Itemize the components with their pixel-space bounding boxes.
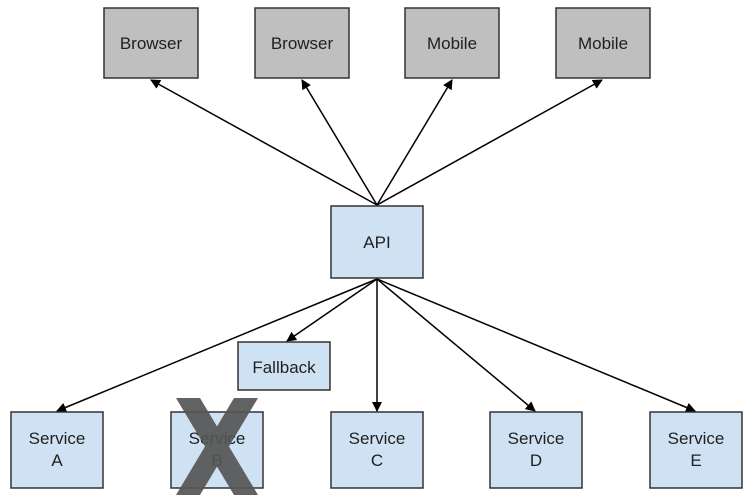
client-label: Mobile [578, 34, 628, 53]
fallback-box [237, 341, 331, 391]
api-node: API [330, 205, 424, 279]
client-box [404, 7, 500, 79]
arrow-api-to-mobile-1 [376, 79, 453, 206]
service-label-line2: A [51, 451, 63, 470]
service-label-line1: Service [508, 429, 565, 448]
arrow-api-to-service-d [376, 278, 536, 412]
arrow-api-to-service-a [56, 278, 378, 413]
service-box [649, 411, 743, 489]
service-node-e: Service E [649, 411, 743, 489]
arrow-api-to-service-e [376, 278, 696, 413]
client-box [103, 7, 199, 79]
api-box [330, 205, 424, 279]
service-arrows [56, 278, 696, 413]
arrow-api-to-browser-2 [301, 79, 378, 206]
cross-stroke-2 [176, 398, 258, 495]
cross-icon [176, 398, 258, 495]
api-label: API [363, 233, 390, 252]
arrow-api-to-mobile-2 [376, 79, 603, 206]
service-label-line1: Service [668, 429, 725, 448]
service-node-a: Service A [10, 411, 104, 489]
service-node-d: Service D [489, 411, 583, 489]
fallback-label: Fallback [252, 358, 316, 377]
service-label-line1: Service [349, 429, 406, 448]
client-label: Mobile [427, 34, 477, 53]
service-node-c: Service C [330, 411, 424, 489]
client-node-browser-2: Browser [254, 7, 350, 79]
service-label-line1: Service [29, 429, 86, 448]
service-label-line2: D [530, 451, 542, 470]
client-node-mobile-2: Mobile [555, 7, 651, 79]
client-node-mobile-1: Mobile [404, 7, 500, 79]
service-node-b: Service B [170, 398, 264, 495]
client-arrows [150, 79, 603, 206]
client-label: Browser [271, 34, 334, 53]
service-label-line2: C [371, 451, 383, 470]
fallback-node: Fallback [237, 341, 331, 391]
service-label-line2: E [690, 451, 701, 470]
client-node-browser-1: Browser [103, 7, 199, 79]
service-box [489, 411, 583, 489]
client-box [254, 7, 350, 79]
client-label: Browser [120, 34, 183, 53]
service-box [10, 411, 104, 489]
client-box [555, 7, 651, 79]
arrow-api-to-fallback [286, 278, 378, 342]
service-box [330, 411, 424, 489]
arrow-api-to-browser-1 [150, 79, 378, 206]
